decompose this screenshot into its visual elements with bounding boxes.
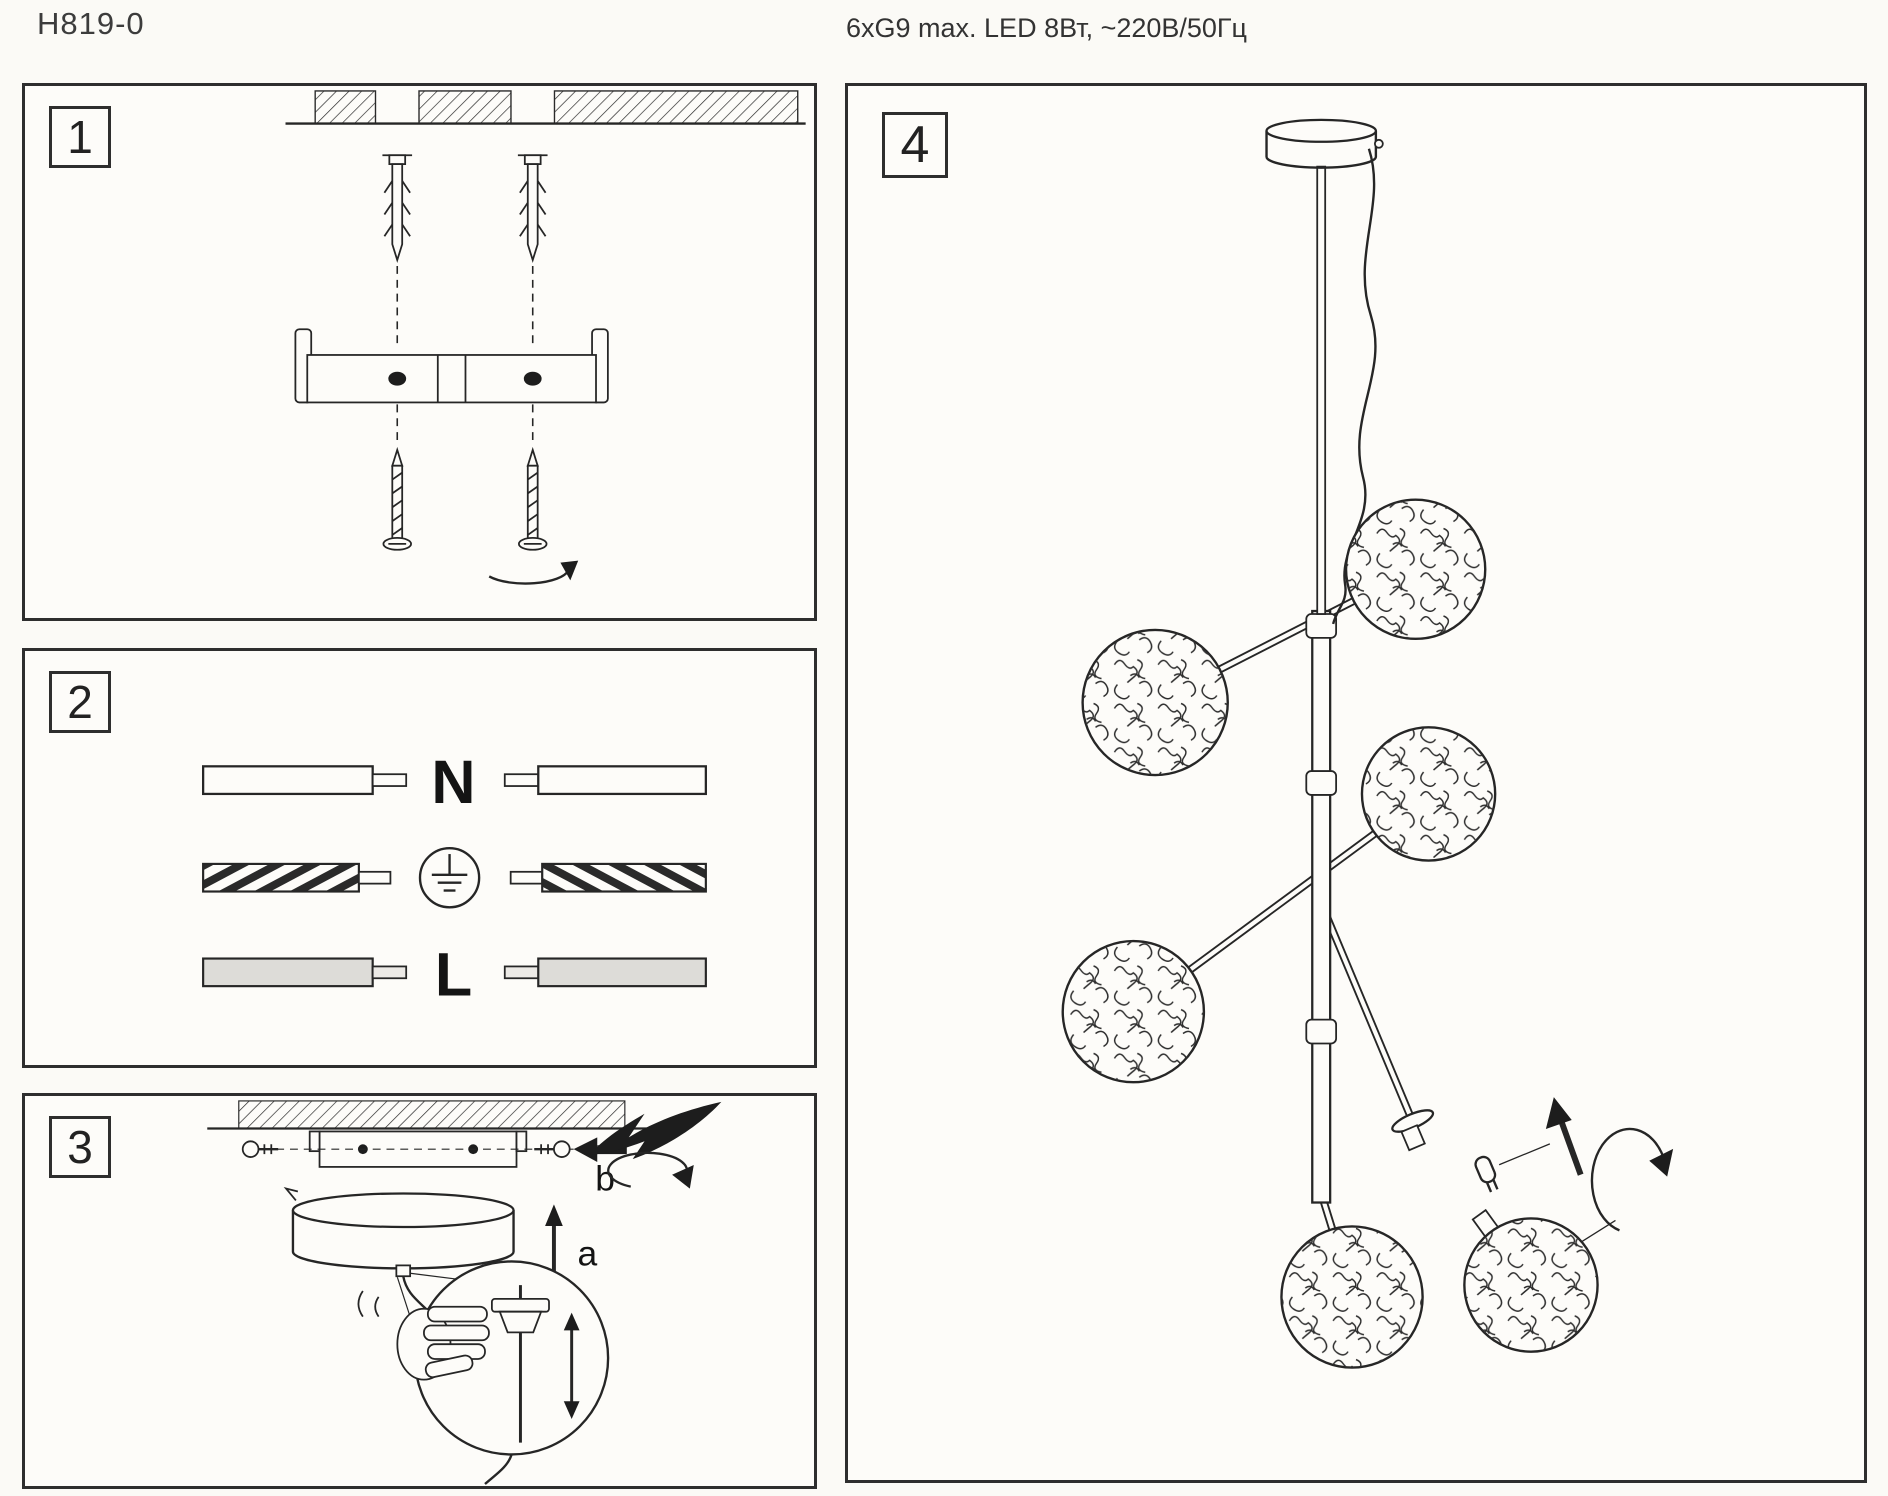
hand-icon (396, 1305, 490, 1381)
glass-sphere (1081, 628, 1229, 777)
central-tube (1305, 609, 1338, 1204)
power-cable (484, 1454, 513, 1485)
glass-sphere (1463, 1217, 1599, 1353)
screw-rotation-arrow-icon (1590, 1127, 1674, 1232)
live-wire-left (202, 957, 408, 988)
canopy (283, 1187, 515, 1278)
step-3-panel: 3 (22, 1093, 817, 1489)
live-label: L (435, 940, 472, 1008)
step-4-illustration (1061, 118, 1674, 1369)
ground-wire-right (509, 862, 707, 893)
lift-arrow-label: a (578, 1233, 598, 1273)
arm-rod (1320, 908, 1415, 1119)
step-3-badge: 3 (49, 1116, 111, 1178)
rotation-arrow-icon (488, 560, 579, 585)
step-2-illustration: N L (202, 748, 707, 1008)
step-4-badge: 4 (882, 112, 948, 178)
lamp-spec: 6xG9 max. LED 8Вт, ~220В/50Гц (846, 13, 1248, 43)
mounted-bracket (276, 1130, 580, 1168)
step-1-illustration (285, 90, 806, 585)
mounting-screw-icon (382, 449, 412, 551)
model-number: H819-0 (37, 6, 145, 41)
power-cable (1331, 148, 1377, 625)
glass-sphere (1360, 726, 1497, 862)
screwdriver-turn-icon (589, 1101, 722, 1189)
side-screw-icon (241, 1140, 279, 1158)
step-3-illustration: b a (207, 1100, 722, 1485)
wall-anchor-icon (381, 154, 413, 261)
glass-sphere (1280, 1225, 1424, 1369)
slide-arrow-icon (563, 1312, 580, 1420)
glass-sphere (1061, 939, 1206, 1084)
neutral-wire-right (503, 765, 707, 796)
neutral-wire-left (202, 765, 408, 796)
glass-sphere (1344, 498, 1487, 641)
push-arrow-label: b (595, 1159, 615, 1199)
earth-ground-icon (418, 846, 481, 909)
side-screw-icon (534, 1140, 571, 1158)
mounting-screw-icon (517, 449, 548, 551)
live-wire-right (503, 957, 707, 988)
leader-line (1498, 1143, 1551, 1166)
mounting-bracket (294, 328, 609, 404)
suspension-rod (1316, 165, 1327, 615)
magnifier-detail (396, 1260, 610, 1456)
step-1-panel: 1 (22, 83, 817, 621)
lift-arrow-icon (545, 1204, 563, 1276)
neutral-label: N (431, 748, 475, 816)
g9-bulb-icon (1474, 1155, 1499, 1193)
cable-flex-marks (357, 1290, 380, 1318)
step-2-panel: 2 N (22, 648, 817, 1068)
ceiling-canopy (1265, 118, 1384, 169)
ceiling-cross-section (207, 1100, 667, 1130)
step-4-panel: 4 (845, 83, 1867, 1483)
lamp-socket (1391, 1109, 1435, 1152)
step-1-badge: 1 (49, 106, 111, 168)
ground-wire-left (202, 862, 392, 893)
step-2-badge: 2 (49, 671, 111, 733)
ceiling-cross-section (285, 90, 806, 125)
wall-anchor-icon (517, 154, 549, 261)
insert-arrow-icon (1545, 1097, 1584, 1176)
